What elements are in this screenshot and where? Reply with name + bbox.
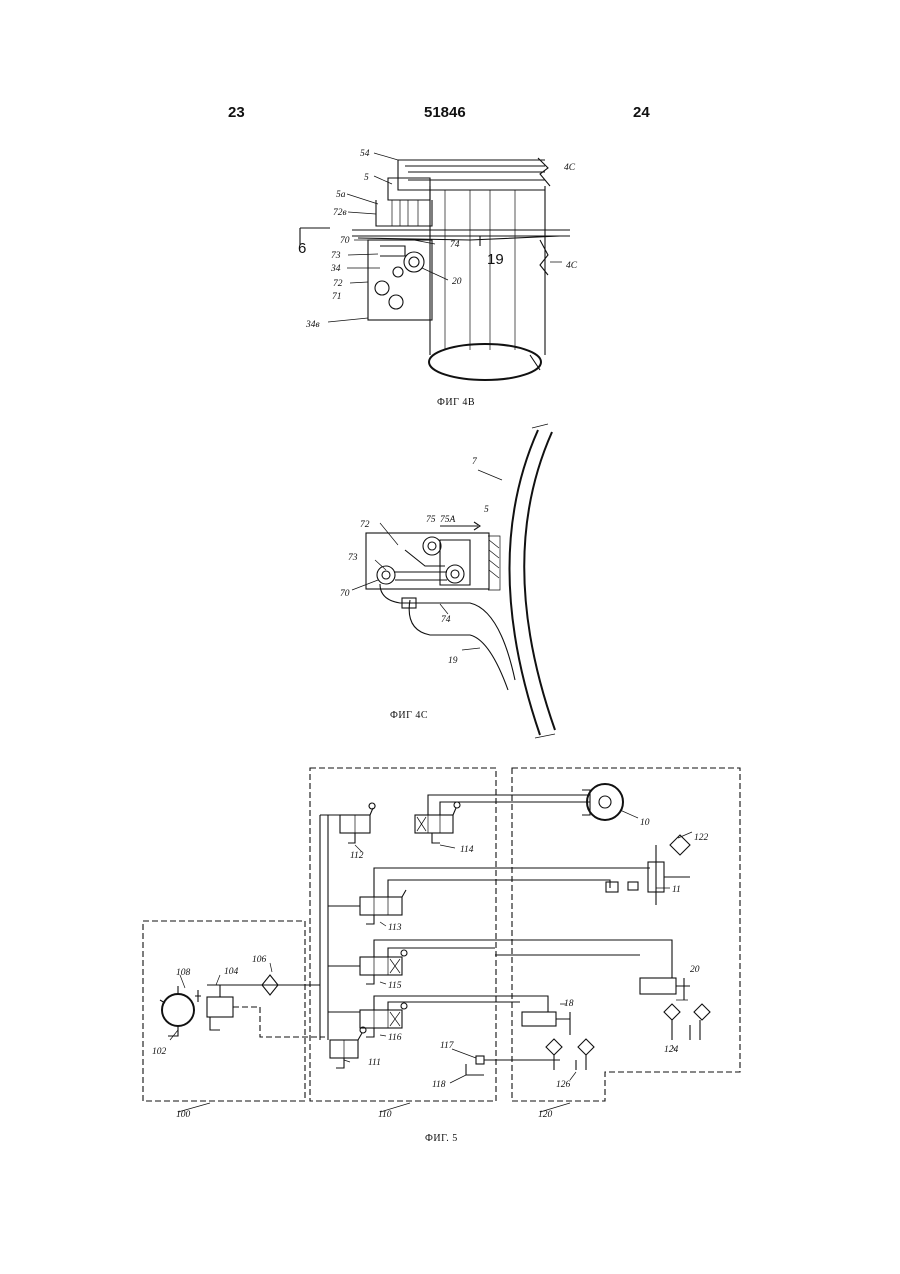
valve-112: [340, 803, 375, 843]
box-100: [143, 921, 305, 1101]
valve-113: [360, 890, 406, 924]
fig5-label: 102: [152, 1047, 167, 1057]
fig5-label: 120: [538, 1110, 553, 1120]
valve-111: [330, 1027, 366, 1068]
fig5-label: 118: [432, 1080, 446, 1090]
fig5-label: 11: [672, 885, 681, 895]
fig5-label: 104: [224, 967, 239, 977]
fig5-label: 113: [388, 923, 402, 933]
fig5-label: 126: [556, 1080, 571, 1090]
fig5-label: 122: [694, 833, 709, 843]
fig5-labels: 10 122 11 112 114 113 115 116 111 20 18 …: [152, 818, 709, 1120]
valve-116: [360, 1003, 407, 1037]
box-120: [512, 768, 740, 1101]
fig5-label: 100: [176, 1110, 191, 1120]
fig5-label: 110: [378, 1110, 392, 1120]
fig5-label: 10: [640, 818, 650, 828]
box-110: [310, 768, 496, 1101]
fig5-label: 108: [176, 968, 191, 978]
fig5-label: 112: [350, 851, 364, 861]
fig5-label: 116: [388, 1033, 402, 1043]
fig5-label: 20: [690, 965, 700, 975]
fig5-label: 117: [440, 1041, 455, 1051]
fig5-label: 114: [460, 845, 474, 855]
fig5-label: 124: [664, 1045, 679, 1055]
fig5-label: 115: [388, 981, 402, 991]
fig5-label: 18: [564, 999, 574, 1009]
valve-114: [415, 802, 460, 843]
fig5-label: 106: [252, 955, 267, 965]
fig5-label: 111: [368, 1058, 381, 1068]
valve-115: [360, 950, 407, 984]
